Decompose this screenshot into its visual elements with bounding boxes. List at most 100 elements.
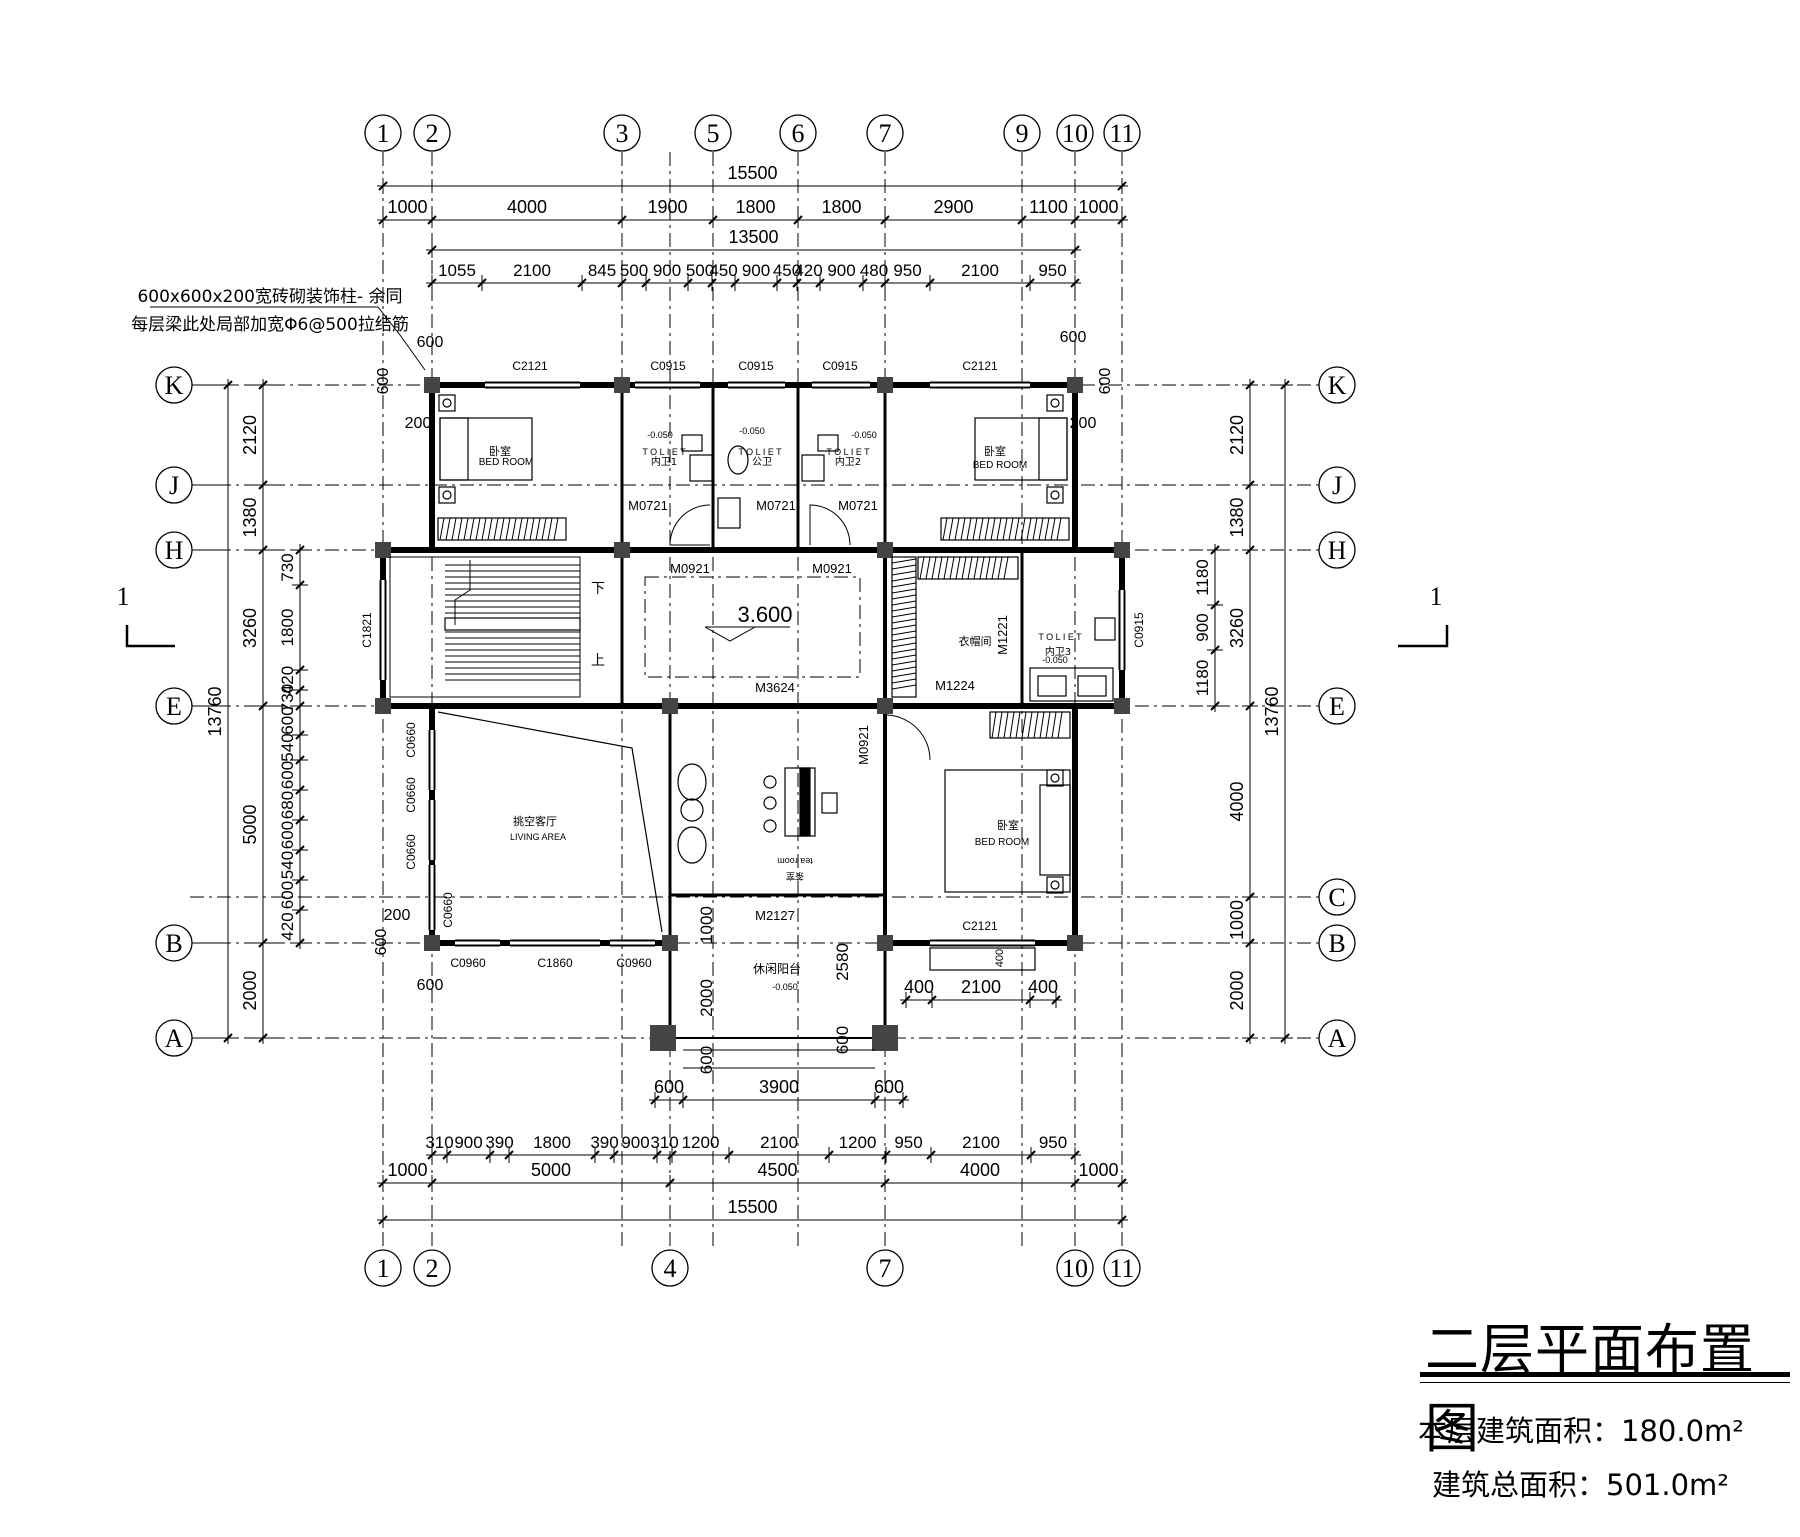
wardrobe-right-hatch	[1014, 517, 1020, 541]
elevation-mark: 3.600	[737, 602, 792, 627]
toilet-label: T O L I E T	[738, 447, 782, 457]
dim-bed-balcony-tick	[1051, 995, 1061, 1005]
tea-stool	[763, 819, 777, 833]
axis-top-5: 5	[707, 119, 720, 148]
dim-left-outer-tick	[258, 545, 268, 555]
wardrobe-left-hatch	[535, 517, 541, 541]
door-tag: M0921	[670, 561, 710, 576]
wardrobe-cloak-left-hatch	[891, 570, 917, 576]
door-swing-m0721	[809, 504, 851, 546]
dim-right-inner-label: 1180	[1193, 660, 1212, 697]
dim-bot-row1-tick	[881, 1150, 891, 1160]
wardrobe-left-hatch	[469, 517, 475, 541]
wardrobe-cloak-left-hatch	[891, 624, 917, 630]
wardrobe-right-hatch	[978, 517, 984, 541]
title-underline-thin	[1420, 1382, 1790, 1383]
wardrobe-left-hatch	[547, 517, 553, 541]
dim-left-inner-tick	[295, 545, 305, 555]
axis-top-7: 7	[879, 119, 892, 148]
wardrobe-right-hatch	[1020, 517, 1026, 541]
dim-top-row1-tick	[378, 215, 388, 225]
dim-left-inner-label: 540	[278, 851, 297, 879]
planter	[929, 947, 1036, 971]
window-tag: C0660	[404, 777, 418, 813]
dim-bot-row1-tick	[926, 1150, 936, 1160]
void-hall	[644, 576, 861, 678]
wardrobe-bed-se-hatch	[1051, 711, 1057, 739]
dim-bot-row1-label: 1800	[533, 1133, 571, 1152]
toilet-label: T O L I E T	[826, 447, 870, 457]
door-tag: M0921	[856, 725, 871, 765]
wardrobe-bed-se-hatch	[1045, 711, 1051, 739]
column	[375, 542, 391, 558]
wardrobe-bed-se	[989, 711, 1071, 739]
axis-bottom-11: 11	[1109, 1254, 1134, 1283]
bed-right-head	[1038, 417, 1068, 481]
dim-left-inner-tick	[295, 730, 305, 740]
column	[614, 377, 630, 393]
dim-top-row1-label: 1000	[1078, 197, 1118, 217]
bath-public-label: 公卫	[752, 457, 772, 468]
wardrobe-left-hatch	[451, 517, 457, 541]
door-tag: M0721	[628, 498, 668, 513]
stair-well-outline	[389, 556, 581, 698]
dim-left-outer-tick	[258, 938, 268, 948]
sink-bath3	[1037, 675, 1067, 697]
column	[424, 377, 440, 393]
tea-chair	[821, 792, 838, 814]
window-tag: C1860	[537, 956, 573, 970]
dim-balcony-tick	[650, 1095, 660, 1105]
wardrobe-right-hatch	[1002, 517, 1008, 541]
dim-balcony-tick	[678, 1095, 688, 1105]
dim-top-row2-tick	[617, 278, 627, 288]
dim-top-row2-tick	[772, 278, 782, 288]
dim-bot-row2-tick	[1070, 1178, 1080, 1188]
dim-bed-balcony-tick	[1025, 995, 1035, 1005]
dim-top-row1-label: 2900	[933, 197, 973, 217]
wardrobe-cloak-left-hatch	[891, 630, 917, 636]
wardrobe-cloak-left-hatch	[891, 648, 917, 654]
column	[1114, 542, 1130, 558]
dim-left-inner-label: 600	[278, 761, 297, 789]
wardrobe-cloak-left-hatch	[891, 654, 917, 660]
dim-left-outer-label: 2000	[240, 970, 260, 1010]
dim-top-row2-label: 1055	[438, 261, 476, 280]
dim-top-total-label: 15500	[727, 163, 777, 183]
window-tag: C0660	[404, 834, 418, 870]
sink-bath3	[1077, 675, 1107, 697]
level-mark: -0.050	[1042, 655, 1068, 665]
dim-bed-balcony-label: 400	[904, 977, 934, 997]
wardrobe-left-hatch	[505, 517, 511, 541]
wardrobe-cloak-top-hatch	[991, 556, 997, 580]
wardrobe-right-hatch	[984, 517, 990, 541]
wardrobe-right-hatch	[942, 517, 948, 541]
dim-bot-row1-label: 310	[650, 1133, 678, 1152]
dim-bot-row1-label: 2100	[760, 1133, 798, 1152]
axis-top-6: 6	[792, 119, 805, 148]
wardrobe-cloak-top-hatch	[937, 556, 943, 580]
stair-down-label: 下	[591, 581, 605, 597]
dim-balcony-label: 3900	[759, 1077, 799, 1097]
dim-top-row1-tick	[1070, 215, 1080, 225]
dim-top-row1-label: 1900	[647, 197, 687, 217]
wardrobe-cloak-top-hatch	[973, 556, 979, 580]
dim-left-inner-label: 420	[278, 666, 297, 694]
dim-top-total-tick	[378, 181, 388, 191]
bedroom-right-en: BED ROOM	[973, 460, 1027, 471]
door-tag: M1224	[935, 678, 975, 693]
dim-left-outer-tick	[258, 380, 268, 390]
tea-stool	[763, 775, 777, 789]
wardrobe-bed-se-hatch	[1015, 711, 1021, 739]
axis-right-E: E	[1329, 692, 1345, 721]
wardrobe-cloak-left-hatch	[891, 636, 917, 642]
wardrobe-cloak-top-hatch	[979, 556, 985, 580]
axis-top-9: 9	[1016, 119, 1029, 148]
dim-top-row2-label: 500	[620, 261, 648, 280]
column	[877, 698, 893, 714]
wardrobe-cloak-left-hatch	[891, 606, 917, 612]
wardrobe-cloak-left-hatch	[891, 612, 917, 618]
level-mark: -0.050	[772, 982, 798, 992]
dim-right-total-label: 13760	[1262, 686, 1282, 736]
level-mark: -0.050	[739, 426, 765, 436]
wardrobe-left-hatch	[523, 517, 529, 541]
